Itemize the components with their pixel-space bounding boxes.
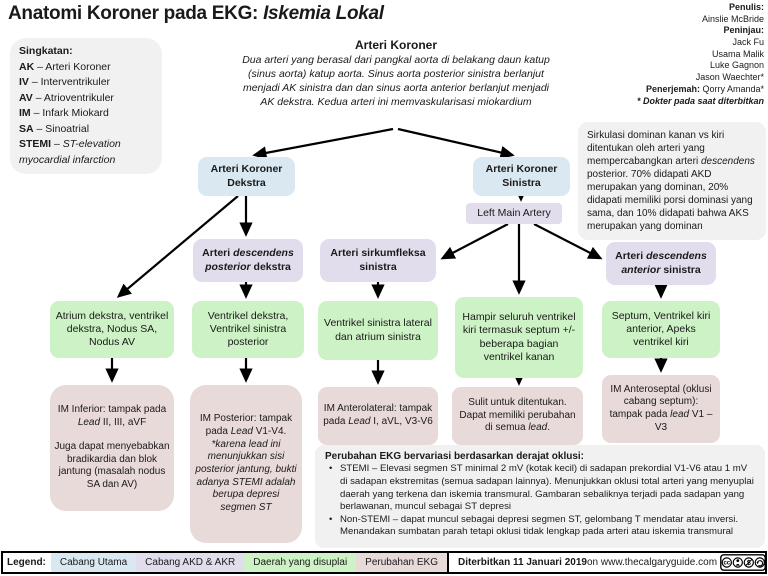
node-arteri-sirkumfleksa-sinistra: Arteri sirkumfleksa sinistra <box>320 239 436 282</box>
sa-arrow-icon <box>754 557 766 568</box>
intro-heading: Arteri Koroner <box>354 38 437 52</box>
ekg-box-im-anterolateral: IM Anterolateral: tampak pada Lead I, aV… <box>318 387 438 445</box>
node-arteri-descendens-posterior-dekstra: Arteri descendens posterior dekstra <box>193 239 303 282</box>
credits-footnote: * Dokter pada saat diterbitkan <box>636 95 764 106</box>
node-left-main-artery: Left Main Artery <box>466 203 562 224</box>
cc-icon <box>721 557 733 568</box>
nc-dollar-icon <box>743 557 755 568</box>
coronary-artery-intro: Arteri Koroner Dua arteri yang berasal d… <box>240 38 552 109</box>
legend-label: Legend: <box>7 557 46 568</box>
dominance-note-box: Sirkulasi dominan kanan vs kiri ditentuk… <box>578 122 766 240</box>
peninjau-label: Peninjau: <box>723 25 764 36</box>
reviewer: Jack Fu <box>732 37 764 48</box>
occlusion-heading: Perubahan EKG bervariasi berdasarkan der… <box>325 451 584 462</box>
abbreviations-box: Singkatan: AK – Arteri Koroner IV – Inte… <box>10 38 162 175</box>
node-arteri-koroner-dekstra: Arteri Koroner Dekstra <box>198 157 295 196</box>
occlusion-bullet-stemi: STEMI – Elevasi segmen ST minimal 2 mV (… <box>325 463 755 514</box>
reviewer: Usama Malik <box>711 48 764 59</box>
abbreviation-item: STEMI – ST-elevation myocardial infarcti… <box>19 138 121 166</box>
legend-item-daerah-disuplai: Daerah yang disuplai <box>244 553 357 572</box>
reviewer: Luke Gagnon <box>709 60 764 71</box>
svg-text:cc: cc <box>724 561 731 567</box>
abbreviations-heading: Singkatan: <box>19 45 73 57</box>
reviewer: Jason Waechter* <box>695 72 764 83</box>
supply-box-septum: Septum, Ventrikel kiri anterior, Apeks v… <box>602 301 720 358</box>
occlusion-degree-box: Perubahan EKG bervariasi berdasarkan der… <box>315 445 765 548</box>
supply-box-right-atrium: Atrium dekstra, ventrikel dekstra, Nodus… <box>50 301 174 358</box>
legend-item-cabang-utama: Cabang Utama <box>50 553 137 572</box>
ekg-box-im-inferior: IM Inferior: tampak pada Lead II, III, a… <box>50 385 174 511</box>
penerjemah-line: Penerjemah: Qorry Amanda* <box>645 83 764 94</box>
ekg-box-im-posterior: IM Posterior: tampak pada Lead V1-V4. *k… <box>190 385 302 543</box>
ekg-box-indeterminate: Sulit untuk ditentukan. Dapat memiliki p… <box>452 387 583 445</box>
cc-by-nc-sa-icon: cc $ <box>720 554 766 571</box>
cc-license-badge: cc $ <box>717 553 768 572</box>
legend-bar: Legend: Cabang Utama Cabang AKD & AKR Da… <box>1 551 767 574</box>
node-arteri-koroner-sinistra: Arteri Koroner Sinistra <box>473 157 570 196</box>
occlusion-bullet-nonstemi: Non-STEMI – dapat muncul sebagai depresi… <box>325 514 755 539</box>
legend-item-cabang-akd-akr: Cabang AKD & AKR <box>136 553 245 572</box>
legend-item-perubahan-ekg: Perubahan EKG <box>356 553 447 572</box>
intro-body: Dua arteri yang berasal dari pangkal aor… <box>242 54 550 109</box>
ekg-box-im-anteroseptal: IM Anteroseptal (oklusi cabang septum): … <box>602 375 720 443</box>
abbreviation-item: AK – Arteri Koroner <box>19 60 111 73</box>
by-person-icon <box>732 557 744 568</box>
publication-info: Diterbitkan 11 Januari 2019 on www.theca… <box>447 553 717 572</box>
credits-block: Penulis: Ainslie McBride Peninjau: Jack … <box>637 2 764 107</box>
node-arteri-descendens-anterior-sinistra: Arteri descendens anterior sinistra <box>606 242 716 285</box>
abbreviation-item: SA – Sinoatrial <box>19 122 90 135</box>
abbreviation-item: IV – Interventrikuler <box>19 76 111 89</box>
supply-box-right-ventricle: Ventrikel dekstra, Ventrikel sinistra po… <box>192 301 304 358</box>
supply-box-lateral-lv: Ventrikel sinistra lateral dan atrium si… <box>318 301 438 360</box>
abbreviation-item: AV – Atrioventrikuler <box>19 91 114 104</box>
abbreviation-item: IM – Infark Miokard <box>19 107 109 120</box>
page-title: Anatomi Koroner pada EKG: Iskemia Lokal <box>8 3 384 24</box>
supply-box-most-lv: Hampir seluruh ventrikel kiri termasuk s… <box>455 297 583 378</box>
penulis-label: Penulis: <box>728 2 764 12</box>
svg-text:$: $ <box>747 560 751 567</box>
penulis-name: Ainslie McBride <box>701 13 764 24</box>
